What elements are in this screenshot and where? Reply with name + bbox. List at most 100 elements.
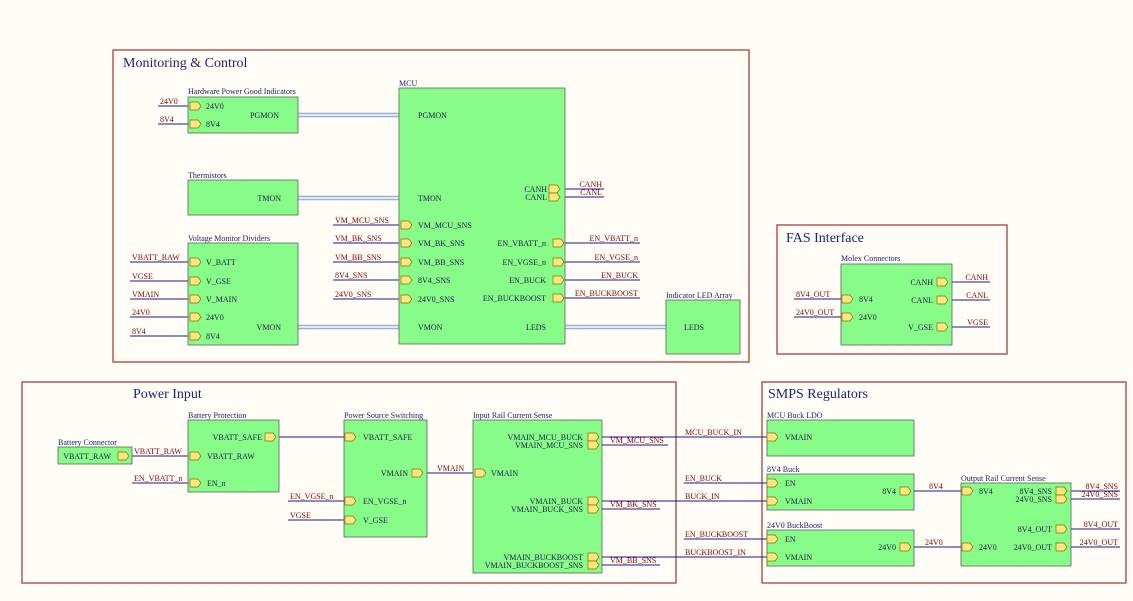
block-molex-connectors[interactable]: Molex Connectors 8V4 24V0 CANH CANL V_GS… <box>840 254 953 346</box>
net-label: VBATT_RAW <box>132 253 180 262</box>
pin-label: 8V4_SNS <box>418 276 450 285</box>
net-label: 24V0_OUT <box>796 308 834 317</box>
net-label: EN_BUCKBOOST <box>575 289 638 298</box>
block-output-rail-current-sense[interactable]: Output Rail Current Sense 8V4 24V0 8V4_S… <box>960 474 1072 567</box>
pin-label: VBATT_RAW <box>63 452 111 461</box>
pin-label: CANL <box>911 296 933 305</box>
pin-label: VMAIN_MCU_SNS <box>515 441 583 450</box>
pin-label: EN_n <box>207 479 226 488</box>
net-label: EN_BUCKBOOST <box>685 530 748 539</box>
wires <box>130 105 1120 566</box>
pin-label: VMAIN <box>785 497 812 506</box>
net-label: CANL <box>580 188 602 197</box>
pin-label: EN_VGSE_n <box>363 497 407 506</box>
net-label: VM_MCU_SNS <box>335 216 389 225</box>
pin-label: 24V0_OUT <box>1014 543 1052 552</box>
net-label: VGSE <box>132 272 153 281</box>
net-label: 8V4 <box>132 327 146 336</box>
pin-label: V_BATT <box>206 258 236 267</box>
pin-label: EN_BUCKBOOST <box>483 294 546 303</box>
pin-label: 24V0 <box>206 102 224 111</box>
block-title: Voltage Monitor Dividers <box>188 234 270 243</box>
net-label: EN_BUCK <box>601 271 638 280</box>
pin-label: LEDS <box>684 323 704 332</box>
block-title: Thermistors <box>188 171 227 180</box>
net-label: 24V0 <box>160 97 178 106</box>
pin-label: 24V0 <box>878 543 896 552</box>
net-label: EN_VGSE_n <box>290 492 334 501</box>
pin-label: VMAIN_BUCKBOOST_SNS <box>485 561 583 570</box>
pin-label: VM_BK_SNS <box>418 239 465 248</box>
pin-label: V_GSE <box>206 277 231 286</box>
block-title: Battery Connector <box>58 438 117 447</box>
block-input-rail-current-sense[interactable]: Input Rail Current Sense VMAIN VMAIN_MCU… <box>472 411 603 574</box>
net-label: VMAIN <box>132 290 159 299</box>
block-indicator-led-array[interactable]: Indicator LED Array LEDS <box>665 291 741 355</box>
net-label: 8V4 <box>160 115 174 124</box>
block-thermistors[interactable]: Thermistors TMON <box>187 171 299 216</box>
block-battery-connector[interactable]: Battery Connector VBATT_RAW <box>57 438 133 465</box>
group-fas-frame <box>776 224 1008 355</box>
pin-label: EN_VGSE_n <box>502 258 546 267</box>
net-label: VBATT_RAW <box>134 447 182 456</box>
net-label: 8V4_SNS <box>335 271 367 280</box>
pin-label: VMON <box>418 323 443 332</box>
net-label: 8V4 <box>929 482 943 491</box>
pin-label: VM_MCU_SNS <box>418 221 472 230</box>
pin-label: CANH <box>910 278 933 287</box>
pin-label: 8V4_SNS <box>1020 487 1052 496</box>
pin-label: 24V0_SNS <box>418 295 454 304</box>
block-voltage-monitor-dividers[interactable]: Voltage Monitor Dividers V_BATT V_GSE V_… <box>187 234 299 346</box>
net-labels: 24V0 8V4 VBATT_RAW VGSE VMAIN 24V0 8V4 V… <box>132 97 1118 565</box>
pin-label: 24V0_SNS <box>1016 495 1052 504</box>
pin-label: VMAIN_BUCK <box>530 497 584 506</box>
net-label: CANL <box>966 291 988 300</box>
block-mcu[interactable]: MCU PGMON TMON CANH CANL VM_MCU_SNS VM_B… <box>398 79 566 345</box>
group-power-frame <box>21 381 677 584</box>
pin-label: 8V4 <box>859 295 873 304</box>
block-title: Indicator LED Array <box>666 291 733 300</box>
block-mcu-buck-ldo[interactable]: MCU Buck LDO VMAIN <box>766 411 915 457</box>
net-label: EN_VBATT_n <box>590 234 638 243</box>
group-monitoring-frame <box>112 49 750 363</box>
net-label: VM_BB_SNS <box>335 253 381 262</box>
block-title: Molex Connectors <box>841 254 900 263</box>
pin-label: VMAIN <box>381 469 408 478</box>
pin-label: 8V4 <box>979 487 993 496</box>
net-label: BUCK_IN <box>685 492 720 501</box>
pin-label: 24V0 <box>859 313 877 322</box>
block-hardware-power-good-indicators[interactable]: Hardware Power Good Indicators 24V0 8V4 … <box>187 87 299 134</box>
net-label: EN_VBATT_n <box>134 474 182 483</box>
net-label: CANH <box>965 273 988 282</box>
net-label: MCU_BUCK_IN <box>685 428 742 437</box>
pin-label: CANL <box>525 193 547 202</box>
block-24v0-buckboost[interactable]: 24V0 BuckBoost EN VMAIN 24V0 <box>766 521 915 567</box>
net-label: 24V0 <box>132 308 150 317</box>
pin-label: V_GSE <box>908 323 933 332</box>
pin-label: LEDS <box>526 323 546 332</box>
block-title: 24V0 BuckBoost <box>767 521 823 530</box>
net-label: CANH <box>579 180 602 189</box>
pin-label: TMON <box>418 194 442 203</box>
pin-label: EN_BUCK <box>509 276 546 285</box>
block-title: Battery Protection <box>188 411 246 420</box>
pin-label: VMAIN_BUCKBOOST <box>503 553 583 562</box>
net-label: 8V4_SNS <box>1086 482 1118 491</box>
net-label: 24V0 <box>925 538 943 547</box>
block-title: Power Source Switching <box>344 411 423 420</box>
net-label: VGSE <box>290 511 311 520</box>
block-title: MCU Buck LDO <box>767 411 823 420</box>
block-power-source-switching[interactable]: Power Source Switching VBATT_SAFE VMAIN … <box>343 411 428 538</box>
pin-label: 24V0 <box>979 543 997 552</box>
group-monitoring-title: Monitoring & Control <box>123 56 248 71</box>
pin-label: VMAIN <box>491 469 518 478</box>
pin-label: PGMON <box>250 111 279 120</box>
block-title: Hardware Power Good Indicators <box>188 87 296 96</box>
net-label: 8V4_OUT <box>1084 520 1118 529</box>
block-battery-protection[interactable]: Battery Protection VBATT_SAFE VBATT_RAW … <box>187 411 280 493</box>
pin-label: VM_BB_SNS <box>418 258 464 267</box>
pin-label: 8V4 <box>206 120 220 129</box>
net-label: VM_BK_SNS <box>610 500 657 509</box>
block-8v4-buck[interactable]: 8V4 Buck EN VMAIN 8V4 <box>766 465 915 511</box>
group-smps-title: SMPS Regulators <box>768 387 868 402</box>
